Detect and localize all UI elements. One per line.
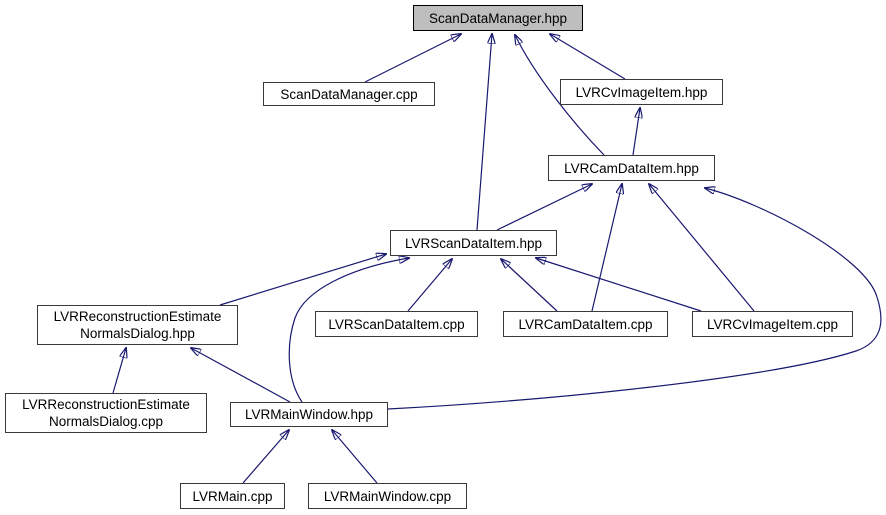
edge-lvrcamdataitem-cpp-to-lvrscandataitem-hpp — [501, 259, 558, 312]
edge-normalsdialog-cpp-to-normalsdialog-hpp — [112, 348, 126, 394]
node-lvrreconstructionestimatenormalsdialog-cpp[interactable]: LVRReconstructionEstimate NormalsDialog.… — [5, 393, 207, 433]
node-lvrscandataitem-cpp[interactable]: LVRScanDataItem.cpp — [315, 311, 478, 337]
edge-lvrmainwindow-hpp-to-lvrscandataitem-hpp — [288, 258, 409, 403]
edge-lvrmain-cpp-to-lvrmainwindow-hpp — [242, 430, 289, 484]
edge-lvrcvimageitem-cpp-to-lvrcamdataitem-hpp — [649, 184, 755, 312]
node-lvrcvimageitem-hpp[interactable]: LVRCvImageItem.hpp — [560, 79, 723, 105]
edge-lvrcvimageitem-hpp-to-scandatamanager-hpp — [550, 34, 626, 80]
node-lvrcvimageitem-cpp[interactable]: LVRCvImageItem.cpp — [692, 311, 853, 337]
edge-lvrmainwindow-hpp-to-lvrcamdataitem-hpp — [387, 188, 882, 410]
edge-lvrcamdataitem-hpp-to-scandatamanager-hpp — [515, 35, 605, 156]
edge-lvrcvimageitem-cpp-to-lvrscandataitem-hpp — [536, 258, 702, 312]
edge-lvrscandataitem-hpp-to-lvrcamdataitem-hpp — [496, 184, 592, 231]
node-lvrreconstructionestimatenormalsdialog-hpp[interactable]: LVRReconstructionEstimate NormalsDialog.… — [37, 305, 238, 345]
edge-normalsdialog-hpp-to-lvrscandataitem-hpp — [219, 254, 386, 306]
edge-scandatamanager-cpp-to-scandatamanager-hpp — [364, 34, 461, 83]
edge-lvrmainwindow-hpp-to-normalsdialog-hpp — [191, 348, 291, 403]
node-lvrmainwindow-hpp[interactable]: LVRMainWindow.hpp — [230, 402, 388, 427]
node-lvrcamdataitem-cpp[interactable]: LVRCamDataItem.cpp — [503, 311, 668, 337]
node-lvrcamdataitem-hpp[interactable]: LVRCamDataItem.hpp — [548, 155, 715, 181]
edge-lvrscandataitem-cpp-to-lvrscandataitem-hpp — [407, 259, 452, 312]
node-scandatamanager-hpp[interactable]: ScanDataManager.hpp — [413, 5, 583, 31]
edge-lvrcamdataitem-cpp-to-lvrcamdataitem-hpp — [591, 184, 622, 312]
node-lvrscandataitem-hpp[interactable]: LVRScanDataItem.hpp — [390, 230, 557, 256]
edge-lvrmainwindow-cpp-to-lvrmainwindow-hpp — [332, 430, 378, 484]
node-lvrmain-cpp[interactable]: LVRMain.cpp — [180, 483, 285, 509]
edge-lvrcamdataitem-hpp-to-lvrcvimageitem-hpp — [632, 108, 640, 156]
edge-lvrscandataitem-hpp-to-scandatamanager-hpp — [476, 34, 492, 231]
node-lvrmainwindow-cpp[interactable]: LVRMainWindow.cpp — [308, 483, 467, 509]
node-scandatamanager-cpp[interactable]: ScanDataManager.cpp — [263, 82, 435, 106]
